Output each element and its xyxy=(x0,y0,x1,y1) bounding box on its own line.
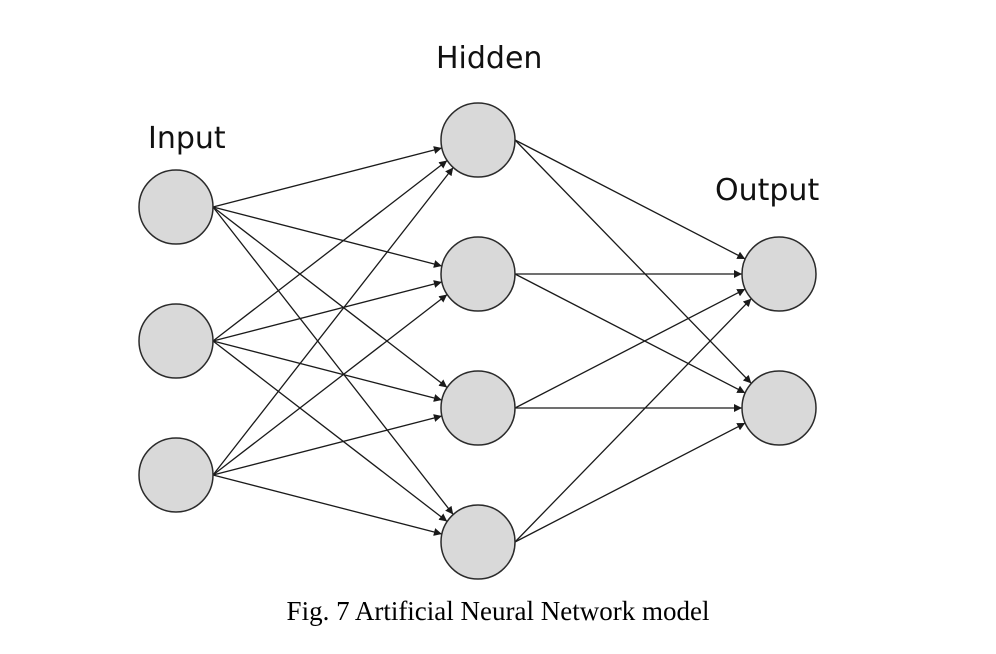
hidden-node-1 xyxy=(440,102,516,178)
edge-input-3-to-hidden-3 xyxy=(212,414,443,476)
edge-input-2-to-hidden-4 xyxy=(212,340,448,523)
edge-input-2-to-hidden-2 xyxy=(212,280,443,342)
input-node-1 xyxy=(138,169,214,245)
figure-caption: Fig. 7 Artificial Neural Network model xyxy=(286,596,710,626)
hidden-node-2 xyxy=(440,236,516,312)
edge-input-1-to-hidden-1 xyxy=(212,146,443,208)
edge-input-2-to-hidden-1 xyxy=(212,159,448,342)
edge-hidden-1-to-output-2 xyxy=(514,139,752,384)
hidden-node-3 xyxy=(440,370,516,446)
output-node-2 xyxy=(741,370,817,446)
output-node-1 xyxy=(741,236,817,312)
hidden-node-4 xyxy=(440,504,516,580)
output-layer-label: Output xyxy=(715,173,819,208)
input-node-2 xyxy=(138,303,214,379)
input-node-3 xyxy=(138,437,214,513)
edge-input-3-to-hidden-2 xyxy=(212,293,448,476)
hidden-layer-label: Hidden xyxy=(436,41,542,76)
edge-input-1-to-hidden-4 xyxy=(212,206,454,515)
edge-input-1-to-hidden-3 xyxy=(212,206,448,389)
neurons xyxy=(138,102,817,580)
edge-input-2-to-hidden-3 xyxy=(212,340,443,402)
edge-hidden-1-to-output-1 xyxy=(514,139,746,260)
edge-hidden-4-to-output-1 xyxy=(514,298,752,543)
edge-input-3-to-hidden-1 xyxy=(212,167,454,476)
connections xyxy=(212,139,752,543)
edge-input-1-to-hidden-2 xyxy=(212,206,443,268)
edge-hidden-3-to-output-1 xyxy=(514,288,746,409)
input-layer-label: Input xyxy=(148,121,226,156)
edge-hidden-4-to-output-2 xyxy=(514,422,746,543)
edge-input-3-to-hidden-4 xyxy=(212,474,443,536)
edge-hidden-2-to-output-2 xyxy=(514,273,746,394)
